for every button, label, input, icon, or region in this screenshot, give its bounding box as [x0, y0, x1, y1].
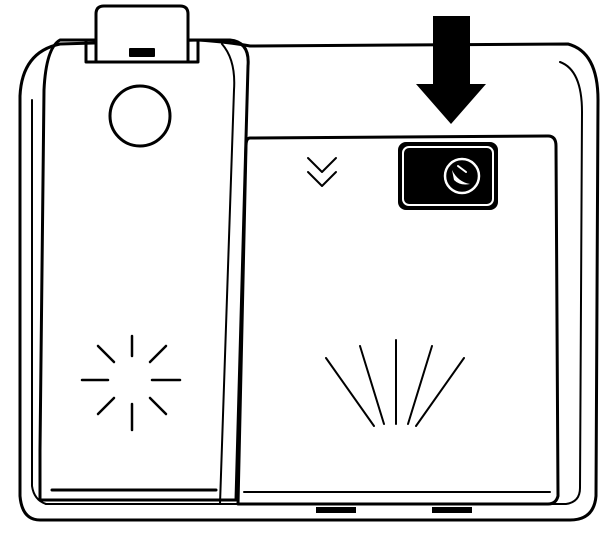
rinse-aid-lid	[38, 38, 250, 505]
detergent-lid	[236, 134, 560, 513]
lid-latch-tab	[82, 4, 202, 64]
latch-slot	[129, 48, 155, 57]
open-release-button-icon	[443, 157, 481, 195]
rinse-aid-sparkle-icon	[80, 334, 182, 432]
detergent-spray-icon	[325, 339, 465, 427]
lid-hinge-left	[316, 507, 356, 513]
press-down-arrow-icon	[416, 16, 486, 124]
double-chevron-down-icon	[307, 157, 337, 187]
dispenser-housing	[18, 38, 600, 522]
lid-hinge-right	[432, 507, 472, 513]
open-release-button	[398, 142, 498, 210]
rinse-aid-cap	[108, 84, 172, 148]
